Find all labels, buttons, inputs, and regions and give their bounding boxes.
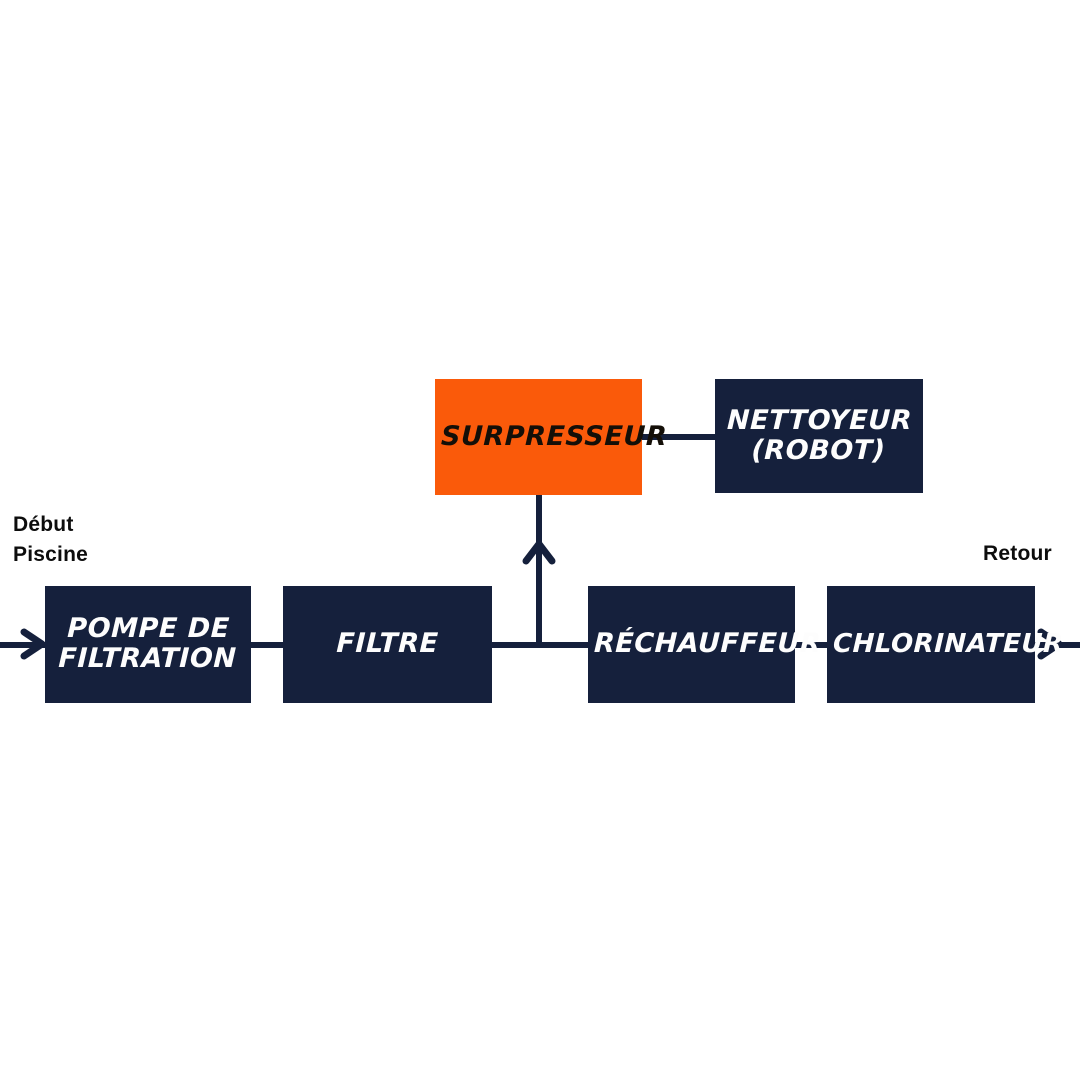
outlet-label: Retour [983,542,1052,565]
node-label: RÉCHAUFFEUR [593,628,822,660]
node-pompe-de-filtration[interactable]: POMPE DE FILTRATION [45,586,251,703]
node-surpresseur[interactable]: SURPRESSEUR [435,379,668,495]
inlet-label: Début Piscine [13,513,89,567]
node-chlorinateur[interactable]: CHLORINATEUR [827,586,1065,703]
arrow-up-icon [521,537,557,567]
connector-surpresseur-to-nettoyeur [640,434,717,440]
node-label: FILTRE [335,628,440,660]
node-label: SURPRESSEUR [440,420,668,452]
node-nettoyeur-robot[interactable]: NETTOYEUR (ROBOT) [715,379,923,493]
node-label: CHLORINATEUR [832,628,1065,659]
node-filtre[interactable]: FILTRE [283,586,492,703]
node-rechauffeur[interactable]: RÉCHAUFFEUR [588,586,822,703]
connector-branch-to-surpresseur [536,494,542,646]
node-label: NETTOYEUR (ROBOT) [726,404,913,466]
node-label: POMPE DE FILTRATION [57,613,238,675]
arrow-right-icon [1035,628,1069,660]
arrow-right-icon [18,628,52,660]
